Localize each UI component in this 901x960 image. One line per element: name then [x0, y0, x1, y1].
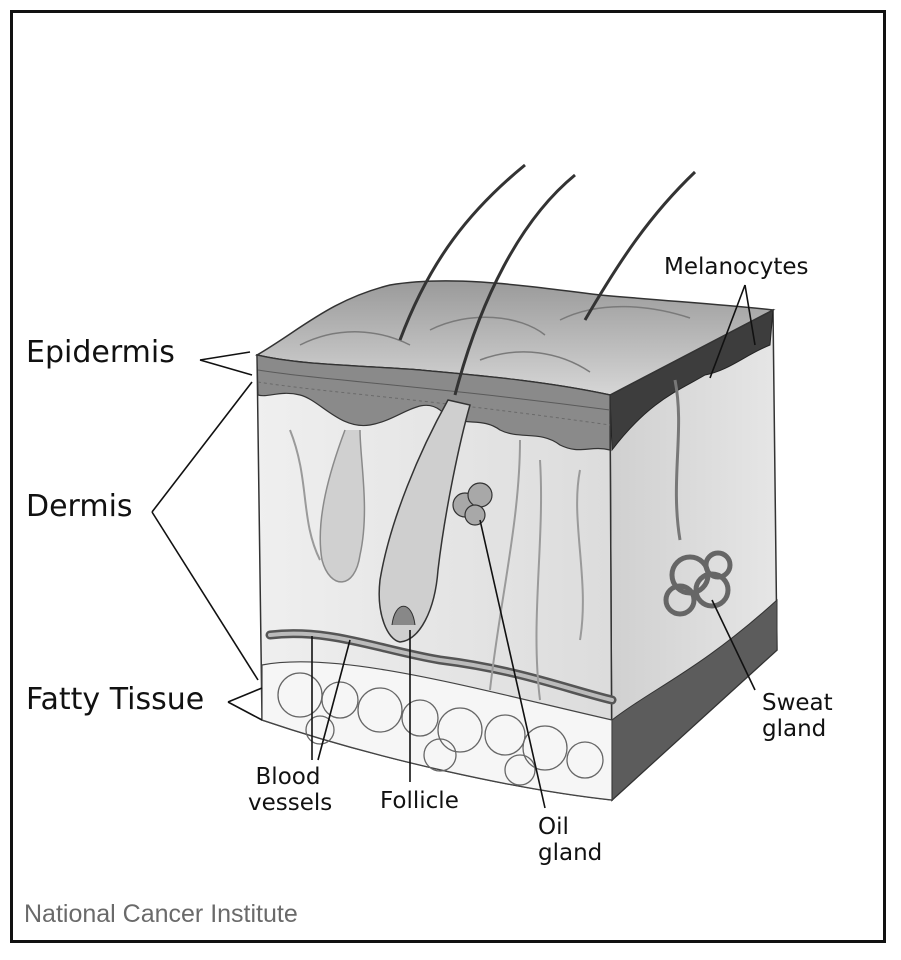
label-fatty-tissue: Fatty Tissue: [26, 682, 205, 717]
label-oil-gland-line1: Oil: [538, 814, 569, 840]
label-blood-vessels: Blood vessels: [248, 764, 333, 817]
label-oil-gland: Oil gland: [530, 814, 610, 867]
front-fatty-tissue: [261, 661, 613, 801]
label-oil-gland-line2: gland: [538, 840, 603, 867]
side-epidermis-band: [609, 309, 774, 452]
sweat-gland-coil: [663, 550, 733, 617]
label-epidermis: Epidermis: [26, 335, 175, 370]
label-sweat-gland-line1: Sweat: [762, 690, 833, 716]
hair-follicle: [378, 399, 471, 643]
label-follicle: Follicle: [380, 788, 459, 814]
hair-shaft-3: [583, 170, 697, 321]
label-sweat-gland: Sweat gland: [762, 690, 833, 743]
oil-gland-shape: [452, 482, 493, 526]
label-dermis: Dermis: [26, 489, 133, 524]
label-blood-vessels-line2: vessels: [248, 790, 333, 817]
label-blood-vessels-line1: Blood: [255, 764, 321, 790]
callout-lines: [151, 284, 756, 809]
label-sweat-gland-line2: gland: [762, 716, 827, 743]
label-melanocytes: Melanocytes: [664, 254, 809, 280]
credit-text: National Cancer Institute: [24, 900, 298, 928]
hair-shaft-1: [398, 163, 526, 341]
hair-shaft-2: [453, 173, 576, 396]
